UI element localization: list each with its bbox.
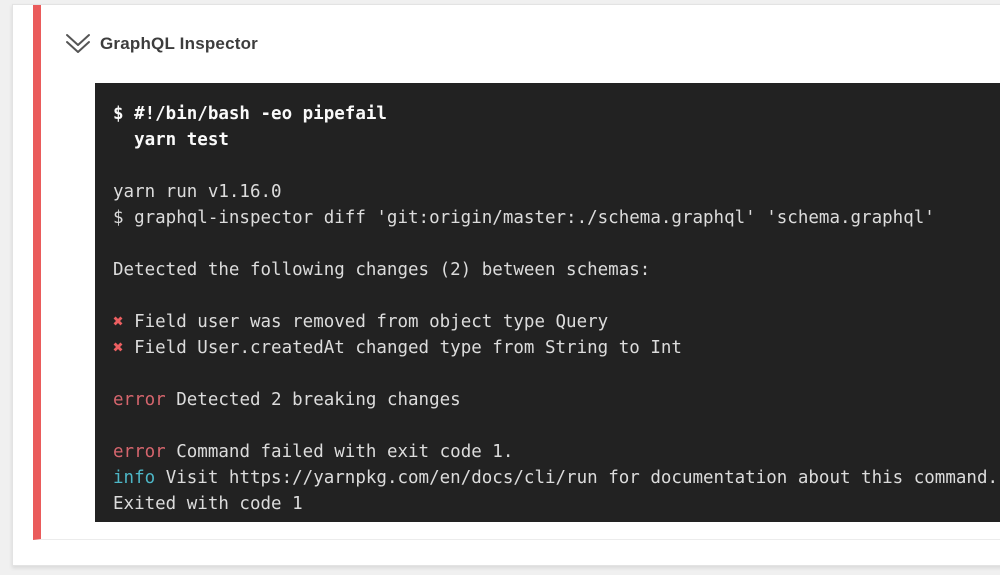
terminal-text-segment: error — [113, 442, 166, 462]
terminal-line: yarn test — [113, 127, 1000, 153]
terminal-line — [113, 231, 1000, 257]
terminal-line: error Detected 2 breaking changes — [113, 387, 1000, 413]
terminal-line: $ graphql-inspector diff 'git:origin/mas… — [113, 205, 1000, 231]
terminal-line: ✖ Field User.createdAt changed type from… — [113, 335, 1000, 361]
terminal-text-segment: ✖ — [113, 312, 124, 332]
terminal-text-segment: Field user was removed from object type … — [123, 312, 609, 332]
terminal-text-segment: error — [113, 390, 166, 410]
failed-step-row: GraphQL Inspector $ #!/bin/bash -eo pipe… — [33, 5, 1000, 540]
terminal-text-segment: Visit https://yarnpkg.com/en/docs/cli/ru… — [155, 468, 999, 488]
terminal-text-segment: ✖ — [113, 338, 124, 358]
terminal-line — [113, 283, 1000, 309]
terminal-text-segment: Command failed with exit code 1. — [165, 442, 514, 462]
terminal-text-segment: $ graphql-inspector diff 'git:origin/mas… — [113, 208, 935, 228]
terminal-line — [113, 153, 1000, 179]
terminal-text-segment: Exited with code 1 — [113, 494, 303, 514]
terminal-line — [113, 413, 1000, 439]
double-chevron-down-icon[interactable] — [64, 32, 92, 56]
terminal-text-segment: Field User.createdAt changed type from S… — [123, 338, 682, 358]
terminal-text-segment: Detected 2 breaking changes — [165, 390, 461, 410]
step-header[interactable]: GraphQL Inspector — [41, 5, 1000, 83]
terminal-text-segment: info — [113, 468, 156, 488]
terminal-line: ✖ Field user was removed from object typ… — [113, 309, 1000, 335]
terminal-line — [113, 361, 1000, 387]
build-steps-card: GraphQL Inspector $ #!/bin/bash -eo pipe… — [12, 4, 1000, 566]
terminal-line: Exited with code 1 — [113, 491, 1000, 517]
terminal-output: $ #!/bin/bash -eo pipefail yarn test yar… — [95, 83, 1000, 522]
terminal-line: yarn run v1.16.0 — [113, 179, 1000, 205]
terminal-line: Detected the following changes (2) betwe… — [113, 257, 1000, 283]
terminal-text-segment: yarn run v1.16.0 — [113, 182, 282, 202]
step-title: GraphQL Inspector — [100, 34, 259, 53]
terminal-text-segment: yarn test — [113, 130, 229, 150]
terminal-text-segment: $ #!/bin/bash -eo pipefail — [113, 104, 387, 124]
terminal-line: info Visit https://yarnpkg.com/en/docs/c… — [113, 465, 1000, 491]
terminal-line: $ #!/bin/bash -eo pipefail — [113, 101, 1000, 127]
terminal-text-segment: Detected the following changes (2) betwe… — [113, 260, 651, 280]
terminal-line: error Command failed with exit code 1. — [113, 439, 1000, 465]
